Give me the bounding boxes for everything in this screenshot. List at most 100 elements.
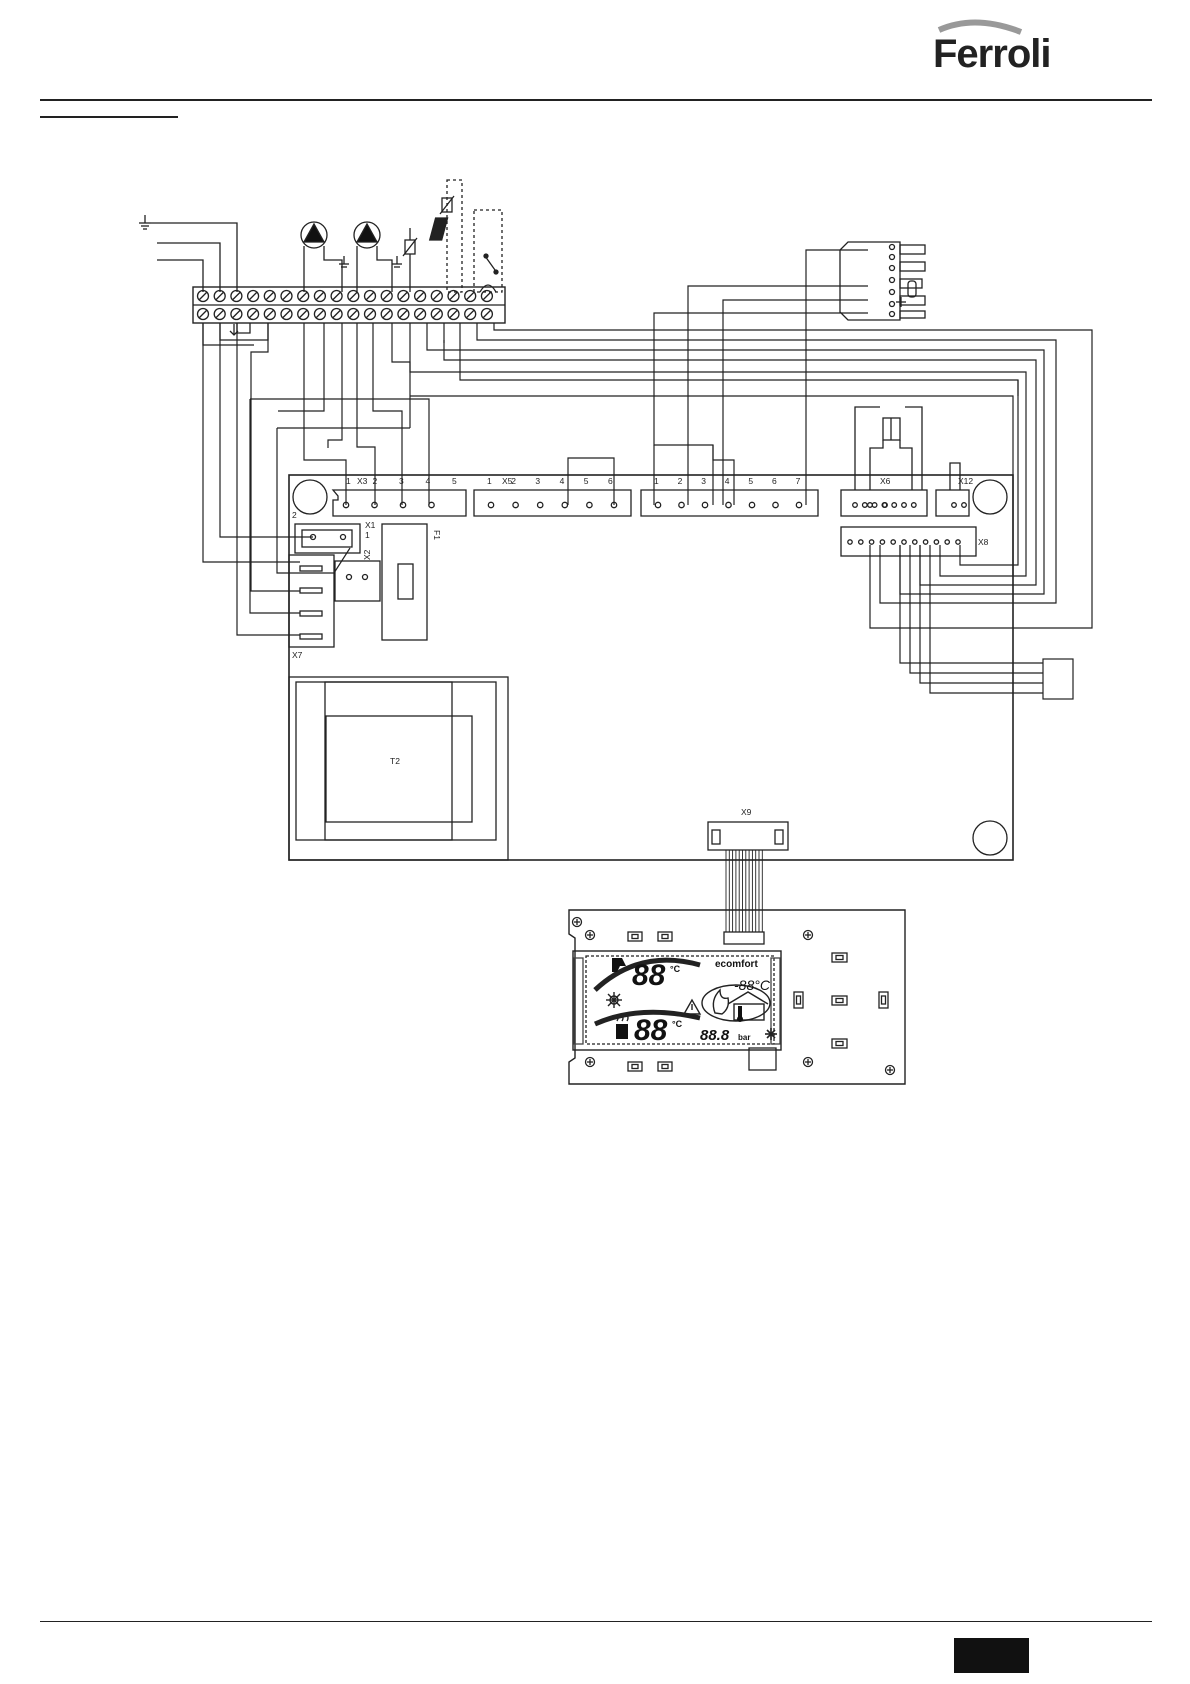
screw-slot	[482, 292, 491, 300]
x4-pin-label: 6	[772, 476, 777, 486]
screw-slot	[249, 292, 258, 300]
screw-slot	[282, 292, 291, 300]
terminal-screw	[196, 307, 210, 321]
transformer-t2	[288, 676, 509, 861]
x3-pin-label: 4	[426, 476, 431, 486]
screw-slot	[299, 310, 308, 318]
connector-pin	[339, 533, 347, 541]
lcd-pins-left	[573, 957, 584, 1045]
smd-button	[831, 1038, 848, 1049]
x5-pin-label: 5	[584, 476, 589, 486]
main-pcb	[288, 474, 1014, 861]
connector-pin	[879, 539, 886, 545]
terminal-screw	[246, 307, 260, 321]
terminal-screw	[246, 289, 260, 303]
screw-slot	[416, 310, 425, 318]
connector-pins	[309, 501, 967, 581]
screw-hole	[584, 1056, 596, 1068]
terminal-screw	[363, 307, 377, 321]
flame-icon	[701, 984, 771, 1022]
thermometer-icon	[737, 1006, 743, 1022]
smd-button-pad	[835, 997, 844, 1004]
earth-symbol-icon	[139, 215, 151, 230]
lcd-symbols	[593, 957, 777, 1040]
house-icon	[727, 991, 769, 1021]
connector-pin	[847, 539, 853, 545]
x4-pin-label: 2	[678, 476, 683, 486]
outdoor-sensor-icon	[439, 179, 463, 293]
smd-button	[793, 991, 804, 1009]
smd-button-pad	[880, 995, 887, 1005]
smd-button	[878, 991, 889, 1009]
connector-pin	[890, 539, 897, 545]
display-board	[568, 909, 906, 1085]
terminal-screw	[297, 289, 310, 303]
sun-icon	[606, 992, 622, 1008]
x5-pin-label: 4	[560, 476, 565, 486]
x4-pin-label: 4	[725, 476, 730, 486]
connector-pin	[871, 502, 878, 508]
connector-pin	[868, 539, 875, 545]
pump-2-icon	[353, 221, 393, 292]
x5-pin-label: 3	[535, 476, 540, 486]
smd-button	[627, 1061, 643, 1072]
smd-button	[627, 931, 643, 942]
terminal-screw	[413, 289, 427, 303]
screw-hole	[884, 1064, 896, 1076]
label-x3: X3	[357, 476, 368, 486]
x4-pin-label: 7	[796, 476, 801, 486]
screw-slot	[215, 292, 224, 300]
terminal-screw	[280, 289, 293, 303]
screw-slot	[466, 292, 475, 300]
x5-pin-label: 6	[608, 476, 613, 486]
screw-slot	[399, 310, 408, 318]
label-t2: T2	[390, 756, 400, 766]
buzzer	[748, 1047, 777, 1071]
x4-pin-label: 1	[654, 476, 659, 486]
connector-pin	[882, 502, 888, 508]
brand-name: Ferroli	[933, 32, 1051, 76]
label-x9: X9	[741, 807, 752, 817]
connector-pin	[857, 539, 864, 545]
connector-pin	[867, 502, 873, 508]
tap-icon	[612, 958, 626, 972]
smd-button-pad	[661, 933, 669, 940]
terminal-screw	[430, 307, 443, 321]
terminal-screw	[230, 307, 243, 321]
label-x1: X1	[365, 520, 376, 530]
terminal-screw	[397, 289, 410, 303]
screw-slot	[215, 310, 224, 318]
screw-slot	[432, 292, 441, 300]
connector-pin	[891, 502, 898, 508]
screw-hole	[802, 1056, 814, 1068]
x12-connector	[935, 489, 970, 517]
mounting-hole	[972, 820, 1008, 856]
terminal-screw	[297, 307, 310, 321]
screw-slot	[416, 292, 425, 300]
ribbon-cable	[725, 850, 763, 932]
lcd-digits-pressure: 88.8	[700, 1027, 730, 1044]
x5-connector	[473, 489, 632, 517]
connector-pin	[955, 539, 961, 545]
ribbon-header	[723, 931, 765, 945]
x4-pin-label: 5	[748, 476, 753, 486]
smd-button-pad	[631, 1063, 639, 1070]
terminal-screw	[213, 289, 226, 303]
screw-slot	[232, 292, 241, 300]
label-x6: X6	[880, 476, 891, 486]
screw-slot	[366, 292, 374, 300]
screw-slot	[315, 292, 324, 300]
lcd-digits-top: 88	[632, 959, 666, 992]
warning-icon	[682, 998, 702, 1015]
wiring-harness	[202, 249, 1093, 700]
screw-slot	[332, 292, 341, 300]
terminal-screw	[213, 307, 226, 321]
smd-button-pad	[835, 954, 844, 961]
terminal-screw	[263, 307, 276, 321]
label-f1: F1	[432, 530, 442, 540]
screw-slot	[315, 310, 324, 318]
connector-pin	[933, 539, 940, 545]
connector-pin	[678, 501, 685, 509]
connector-pin	[944, 539, 951, 545]
terminal-screw	[480, 289, 494, 303]
